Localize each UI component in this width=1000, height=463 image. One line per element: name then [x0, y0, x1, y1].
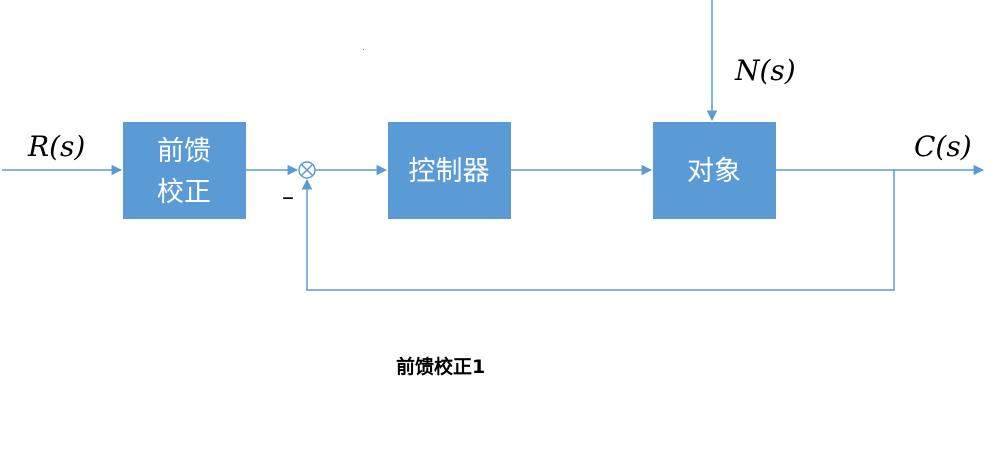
feedforward-correction-block	[123, 122, 246, 219]
figure-caption: 前馈校正1	[396, 356, 486, 378]
feedforward-block-label-line1: 前馈	[157, 136, 211, 167]
controller-block	[388, 122, 511, 219]
controller-block-label: 控制器	[409, 156, 490, 187]
feedback-minus-sign: –	[282, 183, 294, 211]
feedback-path	[301, 170, 895, 291]
stray-dot	[363, 49, 364, 50]
feedforward-block-label-line2: 校正	[157, 177, 211, 208]
disturbance-label: N(s)	[734, 54, 796, 87]
input-label: R(s)	[27, 130, 85, 163]
plant-block	[653, 122, 776, 219]
summing-junction	[298, 161, 316, 179]
output-label: C(s)	[914, 130, 972, 163]
plant-block-label: 对象	[687, 156, 741, 187]
